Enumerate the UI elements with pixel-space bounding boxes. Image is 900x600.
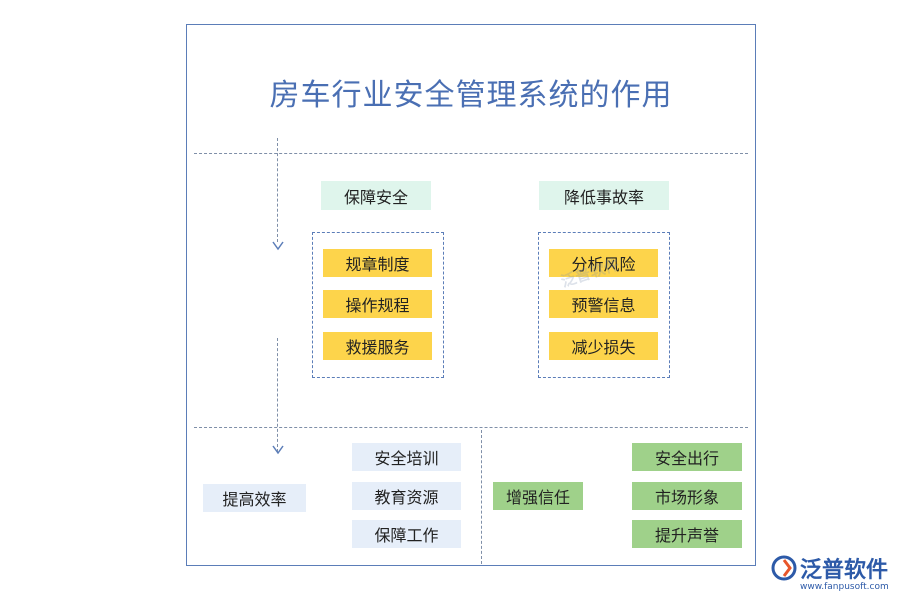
divider-middle [194,427,748,428]
fanpu-logo-icon [771,555,797,581]
logo-url: www.fanpusoft.com [800,582,889,592]
node-market-image: 市场形象 [632,482,742,510]
node-reputation: 提升声誉 [632,520,742,548]
node-safety-training: 安全培训 [352,443,461,471]
node-risk-analysis: 分析风险 [549,249,658,277]
divider-top [194,153,748,154]
logo-name: 泛普软件 [800,558,889,583]
node-reduce-loss: 减少损失 [549,332,658,360]
arrow-down-icon [272,445,284,455]
divider-bottom-vertical [481,430,482,564]
node-guarantee-work: 保障工作 [352,520,461,548]
diagram-frame [186,24,756,566]
node-education-resources: 教育资源 [352,482,461,510]
node-procedures: 操作规程 [323,290,432,318]
diagram-title: 房车行业安全管理系统的作用 [269,78,673,113]
node-enhance-trust: 增强信任 [493,482,583,510]
node-improve-efficiency: 提高效率 [203,484,306,512]
flow-line-bottom [277,338,278,452]
node-rules: 规章制度 [323,249,432,277]
group-reduce-accidents [538,232,670,378]
node-warning-info: 预警信息 [549,290,658,318]
group-guarantee-safety [312,232,444,378]
node-guarantee-safety: 保障安全 [321,181,431,210]
node-reduce-accidents: 降低事故率 [539,181,669,210]
brand-logo: 泛普软件 www.fanpusoft.com [770,552,896,598]
arrow-down-icon [272,241,284,251]
node-rescue: 救援服务 [323,332,432,360]
flow-line-top [277,138,278,242]
node-safe-travel: 安全出行 [632,443,742,471]
